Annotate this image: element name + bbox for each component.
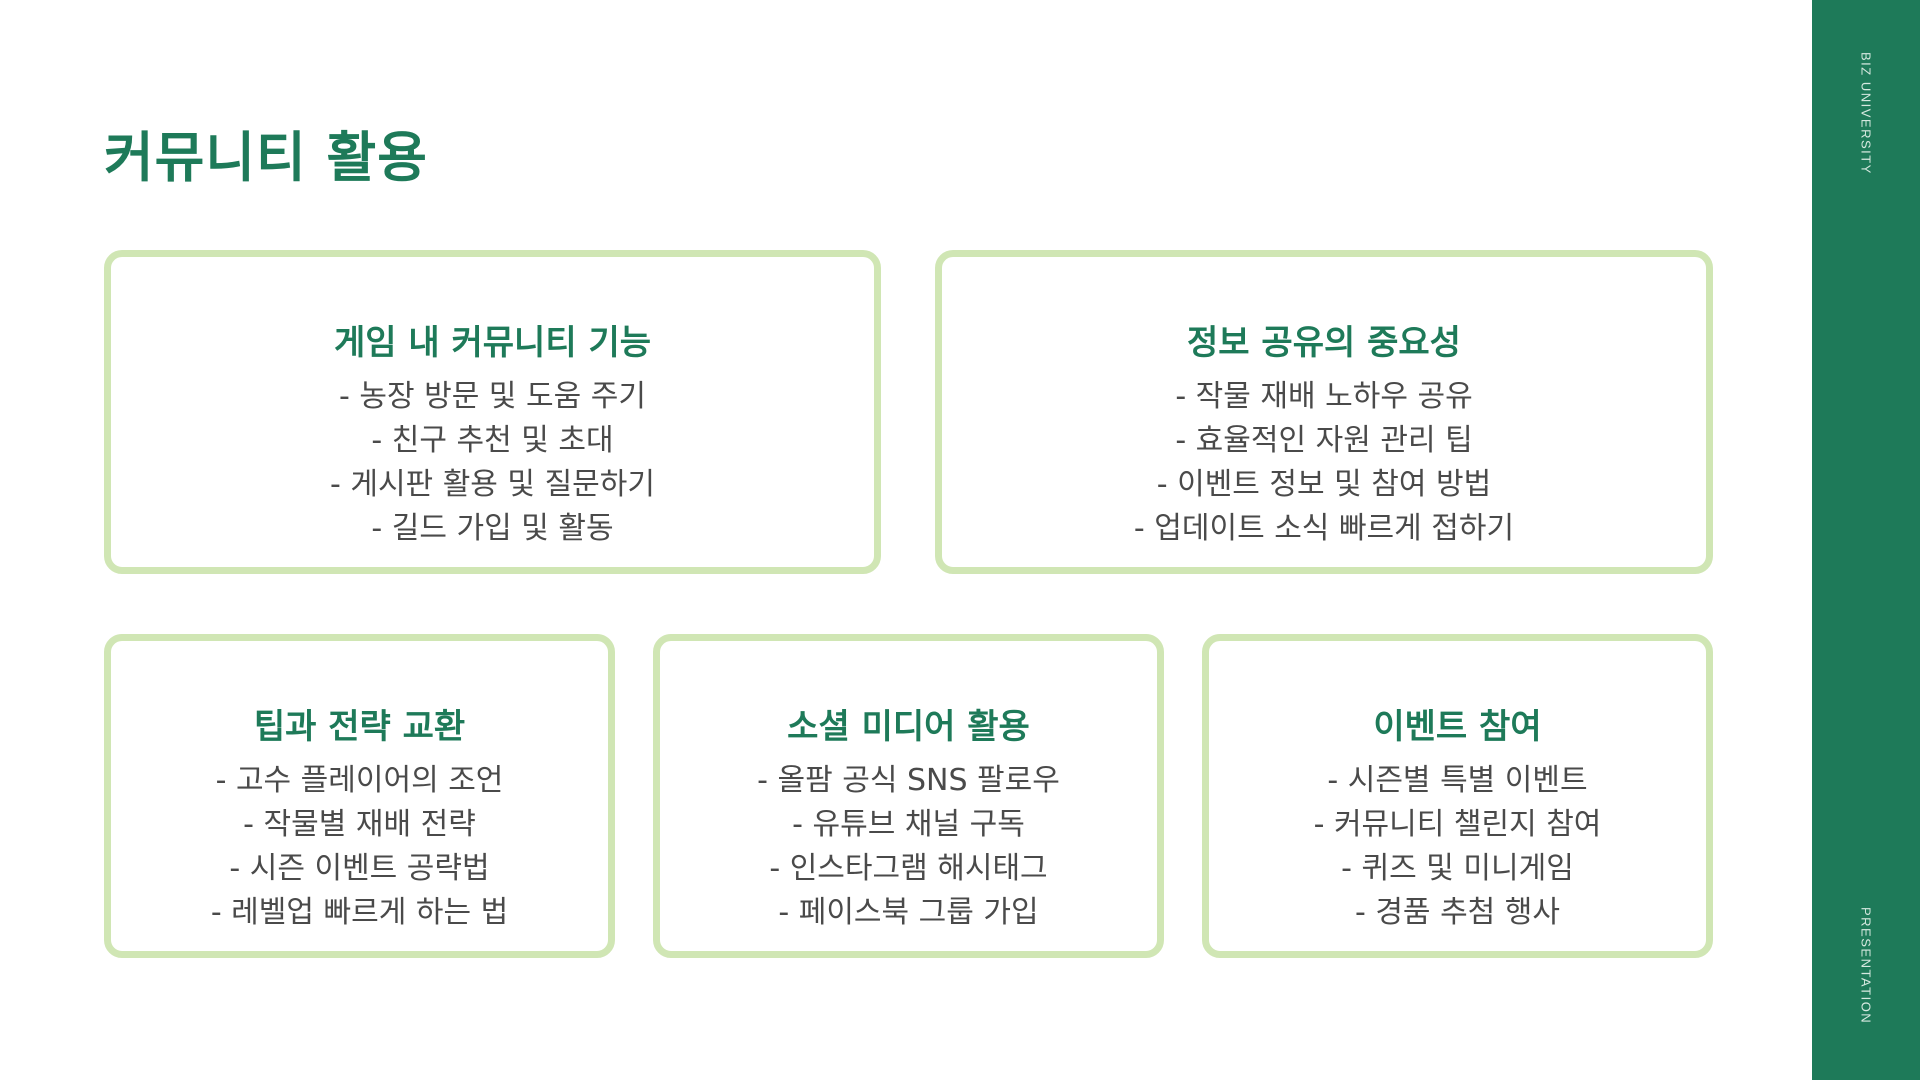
list-item: - 경품 추첨 행사 (1354, 895, 1561, 930)
list-item: - 커뮤니티 챌린지 참여 (1313, 807, 1602, 842)
list-item: - 업데이트 소식 빠르게 접하기 (1133, 511, 1515, 546)
list-item: - 게시판 활용 및 질문하기 (330, 467, 655, 502)
card-title: 정보 공유의 중요성 (1187, 323, 1461, 363)
card-tips-strategy: 팁과 전략 교환 - 고수 플레이어의 조언 - 작물별 재배 전략 - 시즌 … (104, 634, 615, 958)
card-community-features: 게임 내 커뮤니티 기능 - 농장 방문 및 도움 주기 - 친구 추천 및 초… (104, 250, 881, 574)
card-list: - 시즌별 특별 이벤트 - 커뮤니티 챌린지 참여 - 퀴즈 및 미니게임 -… (1209, 759, 1706, 935)
list-item: - 인스타그램 해시태그 (769, 851, 1048, 886)
list-item: - 올팜 공식 SNS 팔로우 (757, 763, 1060, 798)
list-item: - 퀴즈 및 미니게임 (1341, 851, 1574, 886)
list-item: - 작물별 재배 전략 (243, 807, 476, 842)
list-item: - 레벨업 빠르게 하는 법 (210, 895, 509, 930)
sidebar-presentation-text: PRESENTATION (1858, 906, 1874, 1024)
card-list: - 고수 플레이어의 조언 - 작물별 재배 전략 - 시즌 이벤트 공략법 -… (111, 759, 608, 935)
list-item: - 시즌 이벤트 공략법 (229, 851, 490, 886)
list-item: - 유튜브 채널 구독 (792, 807, 1025, 842)
sidebar-brand-text: BIZ UNIVERSITY (1858, 52, 1874, 175)
list-item: - 친구 추천 및 초대 (371, 423, 614, 458)
card-social-media: 소셜 미디어 활용 - 올팜 공식 SNS 팔로우 - 유튜브 채널 구독 - … (653, 634, 1164, 958)
card-list: - 작물 재배 노하우 공유 - 효율적인 자원 관리 팁 - 이벤트 정보 및… (942, 375, 1706, 551)
list-item: - 길드 가입 및 활동 (371, 511, 614, 546)
page-title: 커뮤니티 활용 (104, 126, 428, 189)
card-title: 게임 내 커뮤니티 기능 (333, 323, 652, 363)
card-title: 소셜 미디어 활용 (787, 707, 1030, 747)
sidebar: BIZ UNIVERSITY PRESENTATION (1812, 0, 1920, 1080)
card-list: - 올팜 공식 SNS 팔로우 - 유튜브 채널 구독 - 인스타그램 해시태그… (660, 759, 1157, 935)
card-events: 이벤트 참여 - 시즌별 특별 이벤트 - 커뮤니티 챌린지 참여 - 퀴즈 및… (1202, 634, 1713, 958)
card-info-sharing: 정보 공유의 중요성 - 작물 재배 노하우 공유 - 효율적인 자원 관리 팁… (935, 250, 1713, 574)
list-item: - 작물 재배 노하우 공유 (1175, 379, 1473, 414)
list-item: - 페이스북 그룹 가입 (778, 895, 1039, 930)
list-item: - 이벤트 정보 및 참여 방법 (1156, 467, 1492, 502)
list-item: - 고수 플레이어의 조언 (215, 763, 504, 798)
list-item: - 효율적인 자원 관리 팁 (1175, 423, 1473, 458)
card-list: - 농장 방문 및 도움 주기 - 친구 추천 및 초대 - 게시판 활용 및 … (111, 375, 874, 551)
card-title: 이벤트 참여 (1373, 707, 1542, 747)
list-item: - 농장 방문 및 도움 주기 (339, 379, 646, 414)
card-title: 팁과 전략 교환 (253, 707, 466, 747)
list-item: - 시즌별 특별 이벤트 (1327, 763, 1588, 798)
